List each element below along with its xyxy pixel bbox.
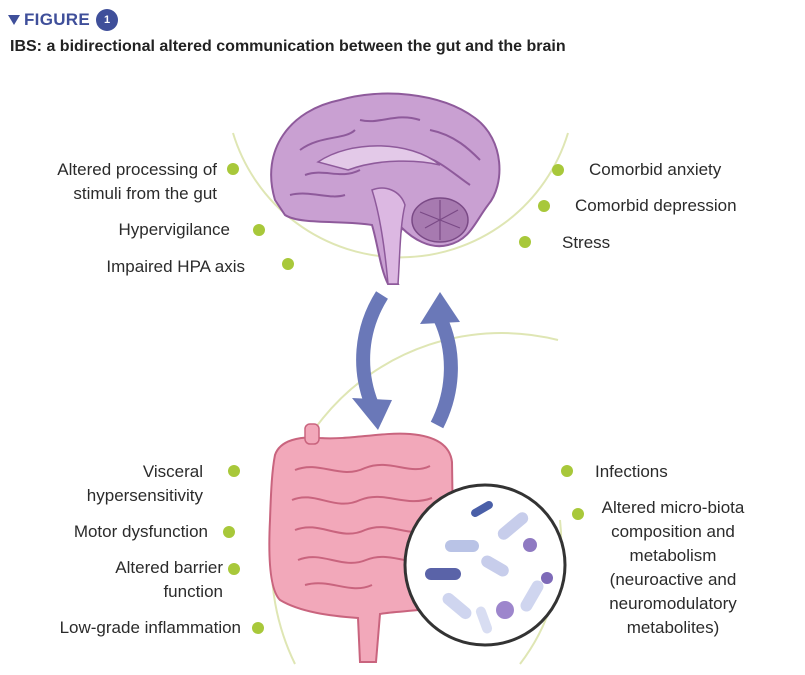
microbiota-magnifier bbox=[403, 483, 567, 647]
gut-right-dots bbox=[561, 465, 584, 520]
label-infections: Infections bbox=[595, 462, 668, 481]
collapse-triangle-icon bbox=[8, 15, 20, 25]
label-comorbid-depression: Comorbid depression bbox=[575, 196, 737, 215]
brain-arc bbox=[232, 132, 569, 259]
figure-header: FIGURE 1 bbox=[8, 8, 119, 32]
label-altered-microbiota: Altered micro-biota composition and meta… bbox=[601, 498, 745, 637]
label-altered-processing: Altered processing of stimuli from the g… bbox=[57, 160, 217, 203]
label-low-grade-inflammation: Low-grade inflammation bbox=[59, 618, 241, 637]
figure-label: FIGURE bbox=[24, 10, 91, 29]
figure-number-badge: 1 bbox=[96, 9, 119, 31]
bidirectional-arrows bbox=[352, 291, 460, 430]
label-comorbid-anxiety: Comorbid anxiety bbox=[589, 160, 722, 179]
brain-right-dots bbox=[519, 164, 564, 248]
label-visceral-hypersensitivity: Visceral hypersensitivity bbox=[86, 462, 203, 505]
brain-left-dots bbox=[227, 163, 294, 270]
label-altered-barrier-function: Altered barrier function bbox=[115, 558, 223, 601]
label-stress: Stress bbox=[562, 233, 611, 252]
label-impaired-hpa-axis: Impaired HPA axis bbox=[106, 257, 245, 276]
intestine-illustration bbox=[268, 423, 456, 663]
brain-illustration bbox=[270, 92, 501, 285]
figure-title: IBS: a bidirectional altered communicati… bbox=[10, 38, 566, 55]
gut-left-dots bbox=[223, 465, 264, 634]
label-motor-dysfunction: Motor dysfunction bbox=[73, 522, 208, 541]
label-hypervigilance: Hypervigilance bbox=[118, 220, 231, 239]
